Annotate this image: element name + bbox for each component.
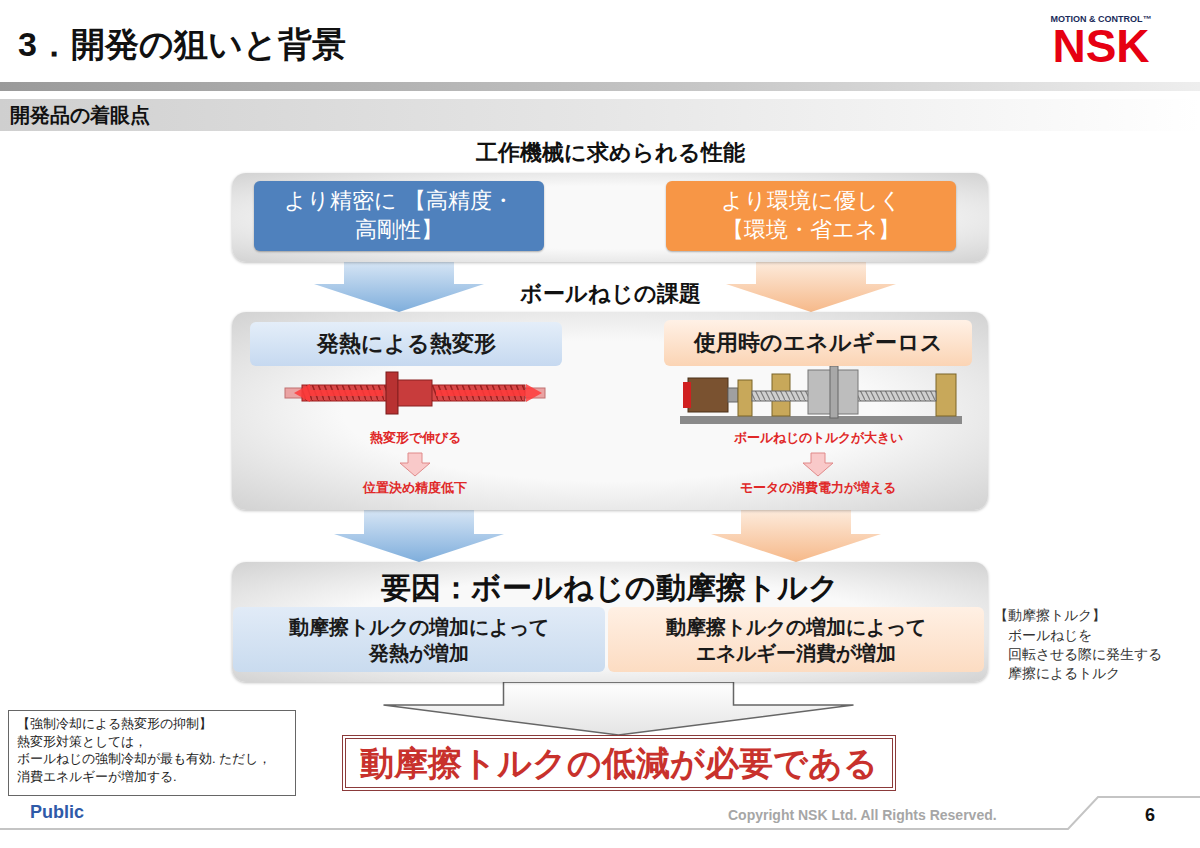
heated-ball-screw [285,372,545,414]
flow-arrow [384,682,854,735]
panel-heading: ボールねじの課題 [232,280,988,309]
note-heading: 【強制冷却による熱変形の抑制】 [17,715,287,733]
coupling [728,388,738,402]
definition-body: ボールねじを 回転させる際に発生する 摩擦によるトルク [1008,626,1178,683]
requirement-panel: 工作機械に求められる性能より精密に 【高精度・高剛性】より環境に優しく 【環境・… [232,173,988,262]
cause-box: 動摩擦トルクの増加によって 発熱が増加 [233,607,605,672]
expansion-arrow [436,384,542,402]
page-number: 6 [1130,804,1170,827]
base-plate [680,416,962,424]
result-arrow [803,453,833,476]
conclusion-box: 動摩擦トルクの低減が必要である [342,735,896,791]
result-label: モータの消費電力が増える [688,480,948,497]
panel-heading: 要因：ボールねじの動摩擦トルク [232,562,988,607]
flow-arrow [314,262,484,312]
result-arrow [400,453,430,476]
box-text: より精密に 【高精度・高剛性】 [264,187,534,244]
motor [688,378,728,412]
issue-box: 使用時のエネルギーロス [664,320,972,366]
panel-heading: 工作機械に求められる性能 [232,139,988,168]
requirement-box: より環境に優しく 【環境・省エネ】 [666,181,956,251]
result-label: 位置決め精度低下 [295,480,535,497]
flow-arrow [711,510,881,562]
motor-cap [683,382,691,408]
box-text: 動摩擦トルクの増加によって エネルギー消費が増加 [618,614,974,666]
nut-body [398,380,432,406]
feed-drive-unit [680,366,962,424]
support-block [738,380,752,416]
note-body: 熱変形対策としては， ボールねじの強制冷却が最も有効. ただし，消費エネルギーが… [17,733,287,786]
nut-flange [386,372,398,414]
box-text: 使用時のエネルギーロス [694,329,943,358]
cause-panel: 要因：ボールねじの動摩擦トルク動摩擦トルクの増加によって 発熱が増加動摩擦トルク… [232,562,988,682]
box-text: より環境に優しく 【環境・省エネ】 [676,187,946,244]
definition-heading: 【動摩擦トルク】 [994,606,1184,624]
effect-label: 熱変形で伸びる [295,430,535,447]
subheading: 開発品の着眼点 [10,102,410,128]
flow-arrow [726,262,896,312]
subheading-band [0,99,1200,131]
issue-box: 発熱による熱変形 [250,322,562,366]
support-block [936,374,956,416]
classification-mark: Public [30,801,150,824]
footer-rule [0,797,1200,829]
expansion-arrow [294,384,383,402]
requirement-box: より精密に 【高精度・高剛性】 [254,181,544,251]
box-text: 動摩擦トルクの増加によって 発熱が増加 [243,614,595,666]
nut-flange [830,366,838,418]
copyright-notice: Copyright NSK Ltd. All Rights Reserved. [728,806,1068,824]
conclusion-text: 動摩擦トルクの低減が必要である [360,741,878,785]
slide-title: 3．開発の狙いと背景 [18,22,346,66]
box-text: 発熱による熱変形 [317,330,496,359]
note-box: 【強制冷却による熱変形の抑制】熱変形対策としては， ボールねじの強制冷却が最も有… [8,710,296,796]
title-rule [0,82,1200,91]
flow-arrow [334,510,504,562]
effect-label: ボールねじのトルクが大きい [688,430,948,447]
brand-logo: NSK [1036,22,1166,70]
cause-box: 動摩擦トルクの増加によって エネルギー消費が増加 [608,607,984,672]
